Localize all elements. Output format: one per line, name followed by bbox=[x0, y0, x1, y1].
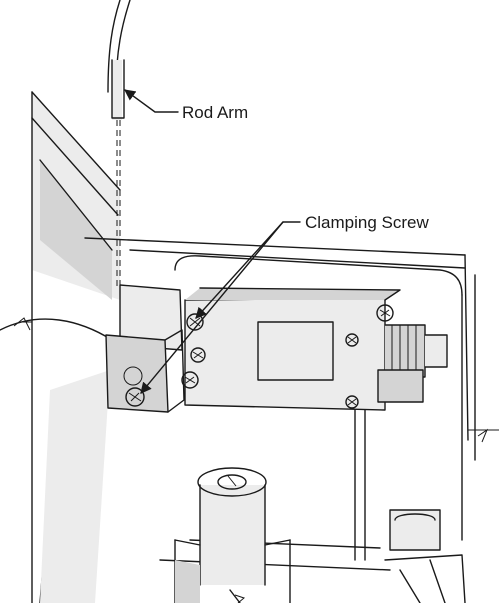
rod-arm bbox=[107, 0, 131, 290]
rod-arm-label: Rod Arm bbox=[182, 103, 248, 122]
clamping-screw-leader-lower bbox=[140, 221, 284, 394]
rod-arm-leader bbox=[124, 89, 179, 113]
cable-gland-icon bbox=[384, 324, 448, 378]
mounting-frame bbox=[84, 237, 499, 561]
switch-housing bbox=[181, 287, 401, 411]
round-knob-icon bbox=[174, 467, 291, 603]
lower-mechanism bbox=[159, 369, 466, 603]
left-housing-wall bbox=[0, 91, 121, 603]
clamp-block bbox=[105, 284, 185, 413]
clamping-screw-label: Clamping Screw bbox=[305, 213, 429, 232]
